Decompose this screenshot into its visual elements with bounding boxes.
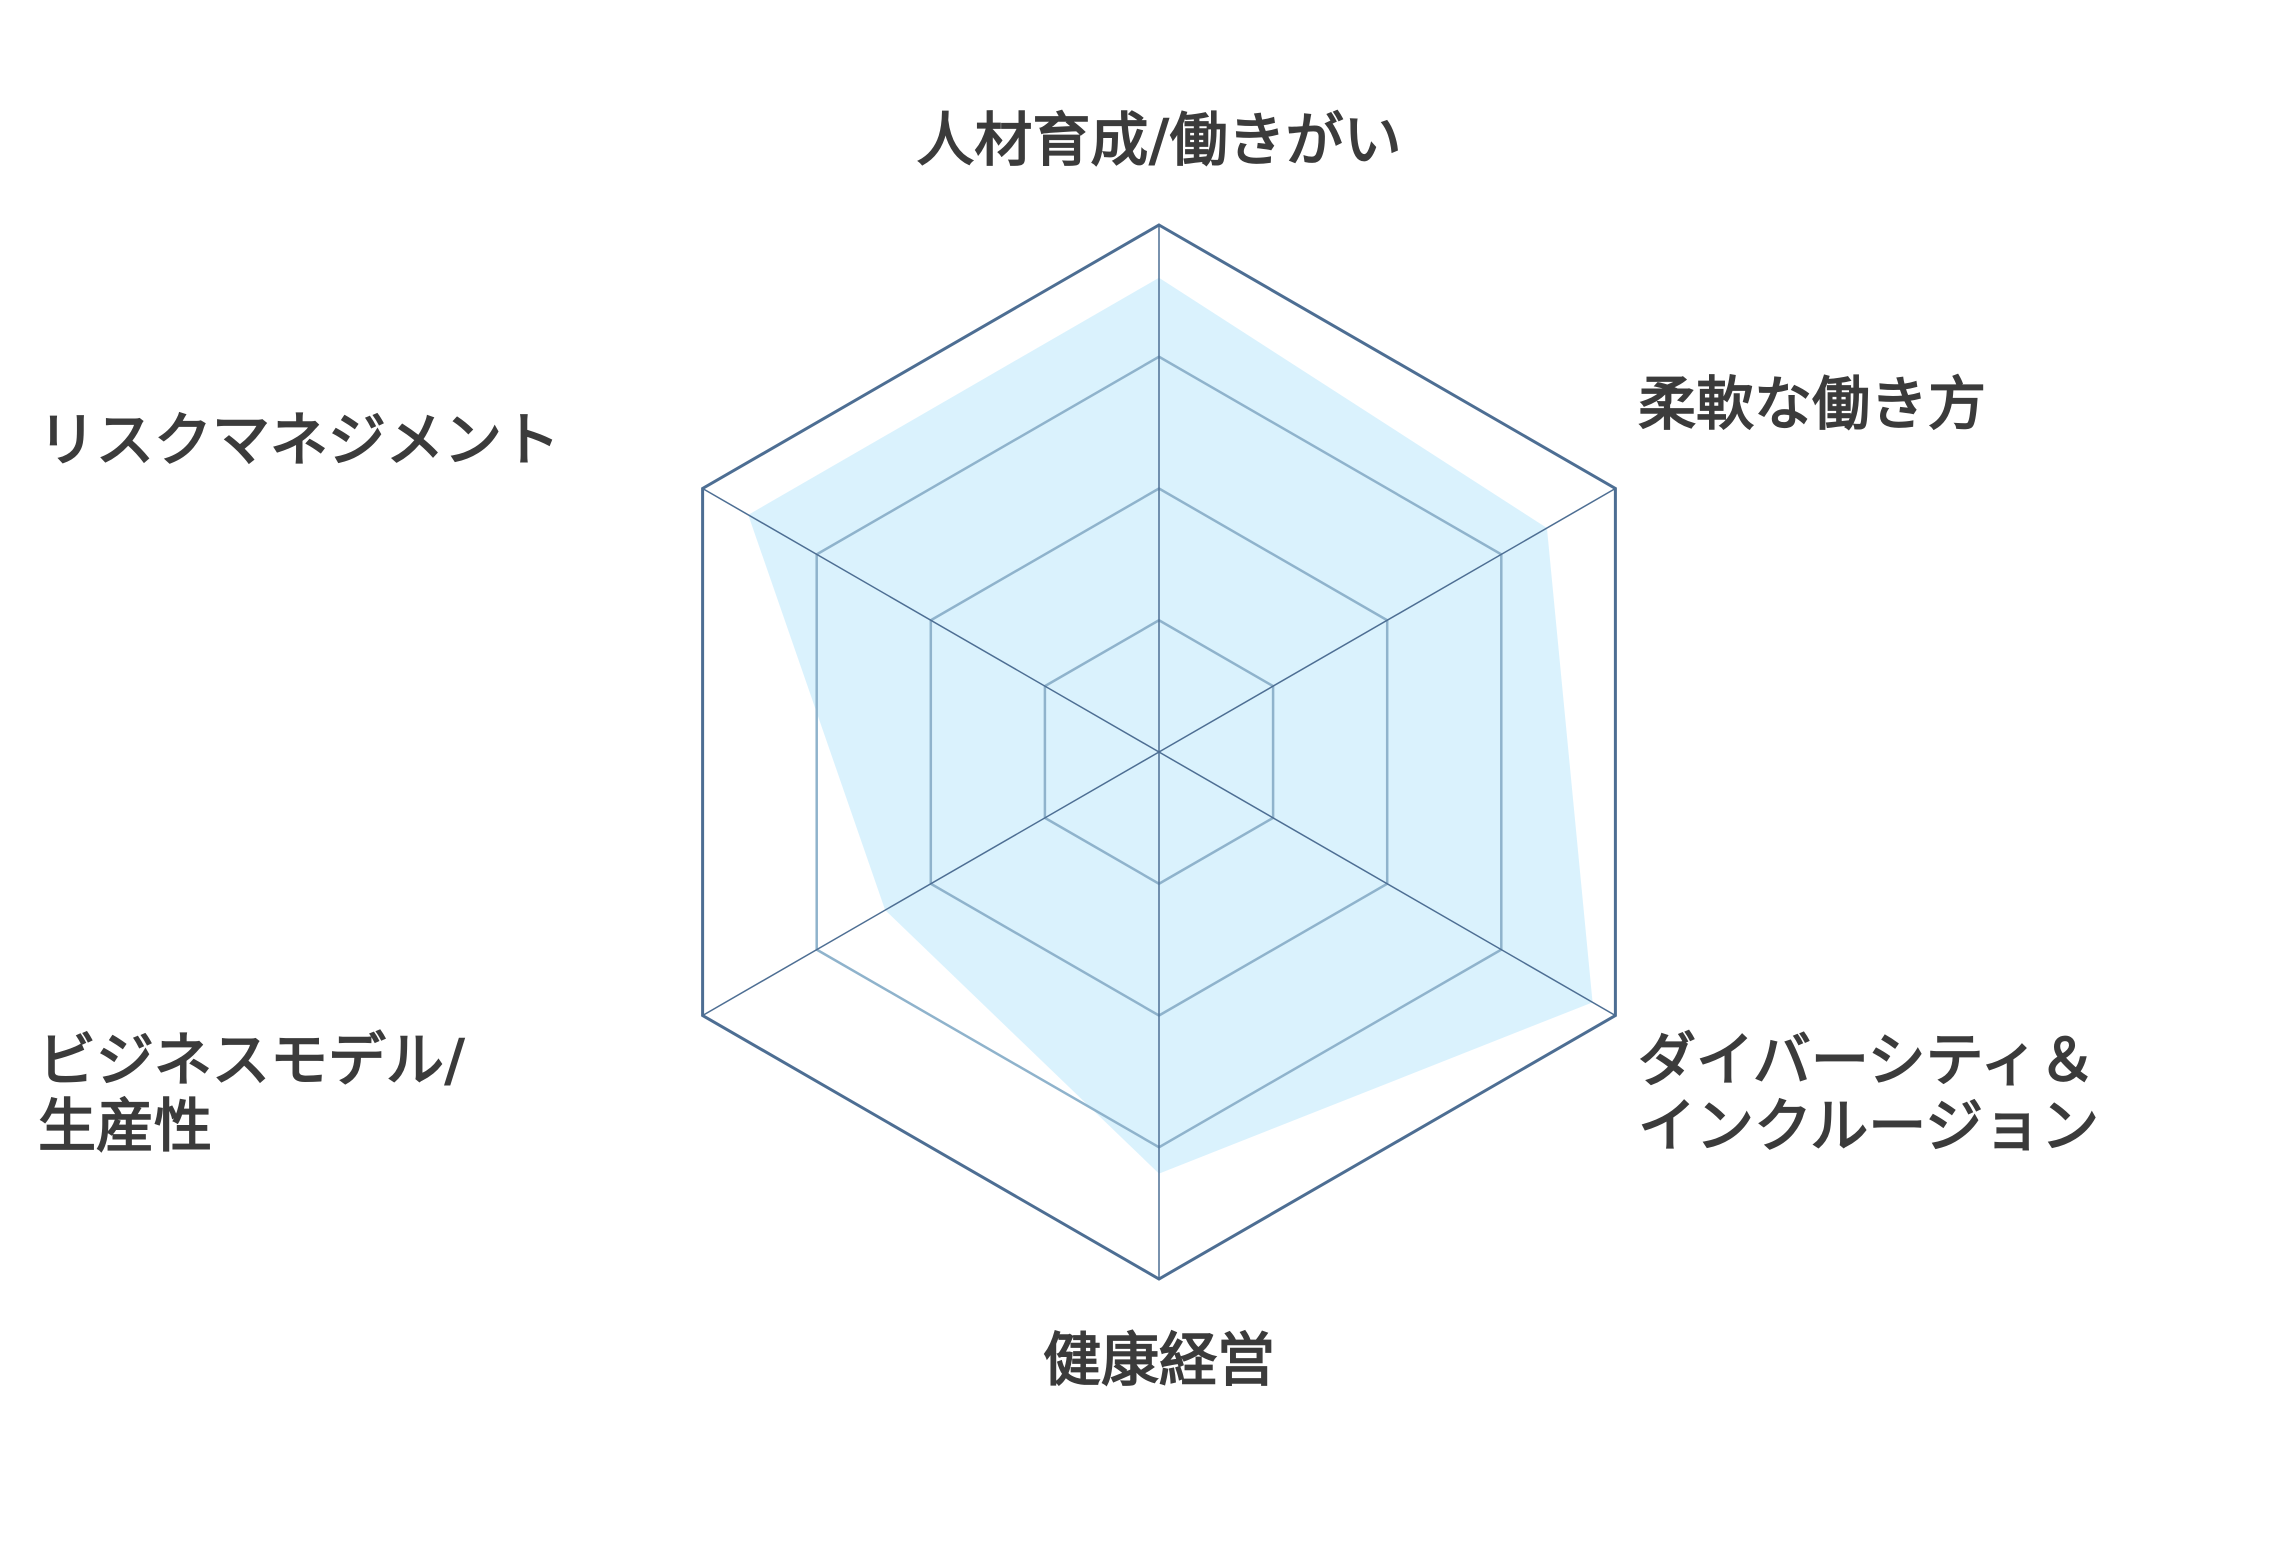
spoke-1	[1158, 487, 1616, 753]
grid-layer	[701, 223, 1617, 1281]
category-label-line: 柔軟な働き方	[1638, 370, 1986, 438]
category-label-line: ダイバーシティ＆	[1638, 1026, 2096, 1094]
series-layer	[748, 277, 1593, 1174]
spoke-2	[1158, 751, 1616, 1017]
category-label-line: インクルージョン	[1638, 1092, 2099, 1160]
category-label-2: ダイバーシティ＆インクルージョン	[1638, 1026, 2099, 1160]
category-label-1: 柔軟な働き方	[1638, 370, 1986, 438]
spoke-5	[702, 487, 1160, 753]
category-label-line: ビジネスモデル/	[38, 1026, 466, 1094]
category-label-3: 健康経営	[1043, 1326, 1275, 1394]
category-label-line: 生産性	[38, 1092, 212, 1160]
spoke-4	[702, 751, 1160, 1017]
category-label-line: リスクマネジメント	[38, 406, 560, 474]
category-label-line: 健康経営	[1043, 1326, 1275, 1394]
category-label-4: ビジネスモデル/生産性	[38, 1026, 466, 1160]
category-label-line: 人材育成/働きがい	[916, 106, 1401, 174]
category-label-0: 人材育成/働きがい	[916, 106, 1401, 174]
series-area-0	[748, 277, 1593, 1174]
category-label-5: リスクマネジメント	[38, 406, 560, 474]
